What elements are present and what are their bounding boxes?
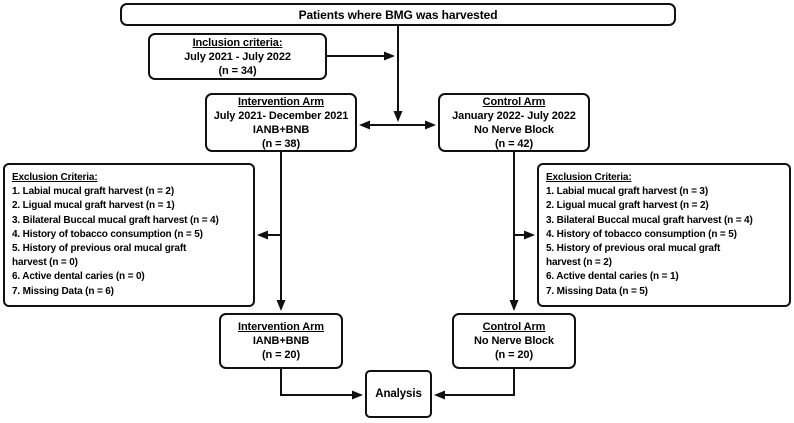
control-bottom-treatment: No Nerve Block (474, 335, 554, 347)
control-top-count: (n = 42) (494, 137, 534, 150)
exclusion-right-line: 2. Ligual mucal graft harvest (n = 2) (546, 200, 709, 212)
box-intervention-arm-final: Intervention Arm IANB+BNB (n = 20) (219, 313, 343, 369)
box-intervention-arm-enrolled: Intervention Arm July 2021- December 202… (205, 93, 357, 152)
box-control-arm-enrolled: Control Arm January 2022- July 2022 No N… (438, 93, 590, 152)
exclusion-left-line: 1. Labial mucal graft harvest (n = 2) (12, 186, 175, 198)
intervention-bottom-heading: Intervention Arm (237, 321, 324, 333)
intervention-bottom-treatment: IANB+BNB (252, 335, 310, 347)
exclusion-left-line: 6. Active dental caries (n = 0) (12, 271, 145, 283)
box-patients-harvested: Patients where BMG was harvested (120, 3, 676, 26)
connector-intervention-analysis-arrow (280, 369, 363, 400)
connector-control-analysis-arrow (434, 369, 515, 400)
box-patients-label: Patients where BMG was harvested (298, 7, 498, 22)
exclusion-right-line: 4. History of tobacco consumption (n = 5… (546, 228, 737, 240)
intervention-top-count: (n = 38) (261, 137, 301, 150)
control-bottom-count: (n = 20) (494, 349, 534, 361)
exclusion-right-line: 3. Bilateral Buccal mucal graft harvest … (546, 214, 753, 226)
intervention-bottom-count: (n = 20) (261, 349, 301, 361)
box-exclusion-criteria-intervention: Exclusion Criteria: 1. Labial mucal graf… (3, 163, 255, 307)
box-inclusion-criteria: Inclusion criteria: July 2021 - July 202… (148, 33, 327, 80)
exclusion-left-line: 7. Missing Data (n = 6) (12, 285, 114, 297)
exclusion-left-line: 3. Bilateral Buccal mucal graft harvest … (12, 214, 219, 226)
exclusion-left-line: 5. History of previous oral mucal graft (12, 243, 187, 255)
intervention-top-dates: July 2021- December 2021 (213, 109, 349, 122)
exclusion-right-line: 6. Active dental caries (n = 1) (546, 271, 679, 283)
exclusion-right-line: 5. History of previous oral mucal graft (546, 243, 721, 255)
exclusion-left-heading: Exclusion Criteria: (12, 172, 98, 183)
box-exclusion-criteria-control: Exclusion Criteria: 1. Labial mucal graf… (537, 163, 791, 307)
exclusion-left-line: 4. History of tobacco consumption (n = 5… (12, 228, 203, 240)
control-top-dates: January 2022- July 2022 (452, 109, 576, 122)
exclusion-right-line: harvest (n = 2) (546, 257, 612, 269)
inclusion-dates: July 2021 - July 2022 (184, 50, 291, 63)
inclusion-count: (n = 34) (218, 64, 257, 77)
box-analysis: Analysis (365, 370, 432, 418)
inclusion-heading: Inclusion criteria: (192, 36, 283, 49)
exclusion-right-line: 1. Labial mucal graft harvest (n = 3) (546, 186, 709, 198)
analysis-label: Analysis (375, 388, 422, 400)
exclusion-left-line: harvest (n = 0) (12, 257, 78, 269)
intervention-top-heading: Intervention Arm (237, 95, 324, 108)
exclusion-right-line: 7. Missing Data (n = 5) (546, 285, 648, 297)
control-top-treatment: No Nerve Block (474, 123, 554, 136)
intervention-top-treatment: IANB+BNB (252, 123, 310, 136)
control-top-heading: Control Arm (482, 95, 546, 108)
control-bottom-heading: Control Arm (482, 321, 546, 333)
exclusion-left-line: 2. Ligual mucal graft harvest (n = 1) (12, 200, 175, 212)
box-control-arm-final: Control Arm No Nerve Block (n = 20) (452, 313, 576, 369)
exclusion-right-heading: Exclusion Criteria: (546, 172, 632, 183)
